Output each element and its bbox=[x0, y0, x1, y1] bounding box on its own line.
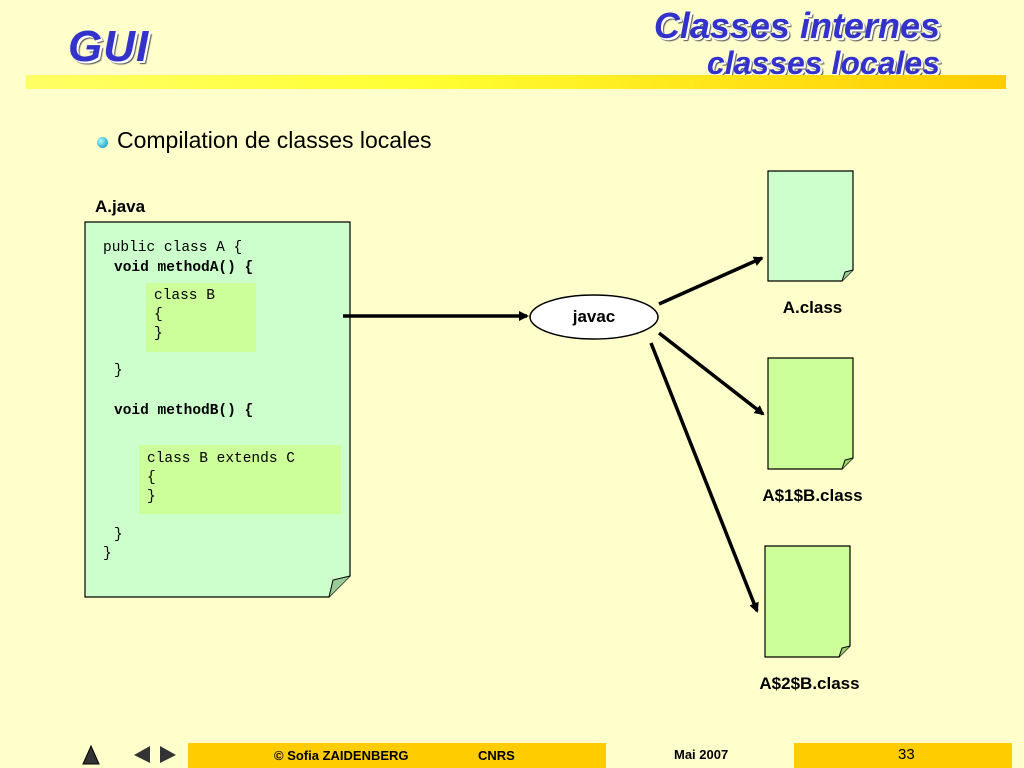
page-number: 33 bbox=[898, 746, 915, 763]
output-document-shape bbox=[767, 357, 854, 470]
code-line: } bbox=[114, 363, 123, 379]
output-label: A.class bbox=[782, 298, 843, 317]
code-line: } bbox=[154, 326, 163, 342]
footer-author: © Sofia ZAIDENBERG bbox=[274, 748, 409, 763]
code-line: class B extends C bbox=[147, 451, 295, 467]
prev-slide-button[interactable] bbox=[131, 744, 153, 766]
arrow-javac-to-a1b bbox=[657, 331, 765, 416]
output-document-shape bbox=[764, 545, 851, 658]
code-line: } bbox=[114, 527, 123, 543]
bullet-icon bbox=[97, 137, 108, 148]
next-arrow-icon bbox=[160, 746, 176, 763]
home-triangle-icon bbox=[82, 744, 100, 765]
footer-bar bbox=[188, 743, 606, 768]
header-rule bbox=[26, 75, 1006, 89]
inner-class-b2: class B extends C { } bbox=[139, 445, 341, 514]
arrow-javac-to-a2b bbox=[649, 342, 759, 613]
javac-label: javac bbox=[572, 307, 616, 326]
output-document-shape bbox=[767, 170, 854, 282]
javac-ellipse bbox=[529, 294, 659, 340]
code-line: { bbox=[147, 470, 156, 486]
footer-org: CNRS bbox=[478, 748, 515, 763]
next-slide-button[interactable] bbox=[157, 744, 179, 766]
home-button[interactable] bbox=[80, 744, 102, 766]
output-label: A$2$B.class bbox=[759, 674, 860, 693]
code-line: class B bbox=[154, 288, 215, 304]
output-label: A$1$B.class bbox=[762, 486, 863, 505]
code-line: } bbox=[147, 489, 156, 505]
inner-class-b1: class B { } bbox=[146, 283, 256, 352]
code-line: } bbox=[103, 546, 112, 562]
logo-gui: GUI bbox=[68, 22, 150, 71]
bullet-text: Compilation de classes locales bbox=[117, 127, 432, 153]
code-line: { bbox=[154, 307, 163, 323]
footer-page-bar bbox=[794, 743, 1012, 768]
slide-title: Classes internes bbox=[653, 5, 940, 46]
code-line: public class A { bbox=[103, 240, 243, 256]
footer-date: Mai 2007 bbox=[674, 747, 729, 762]
code-line: void methodB() { bbox=[114, 403, 254, 419]
source-file-label: A.java bbox=[95, 197, 146, 216]
code-line: void methodA() { bbox=[114, 260, 254, 276]
prev-arrow-icon bbox=[134, 746, 150, 763]
arrow-javac-to-aclass bbox=[658, 256, 764, 306]
